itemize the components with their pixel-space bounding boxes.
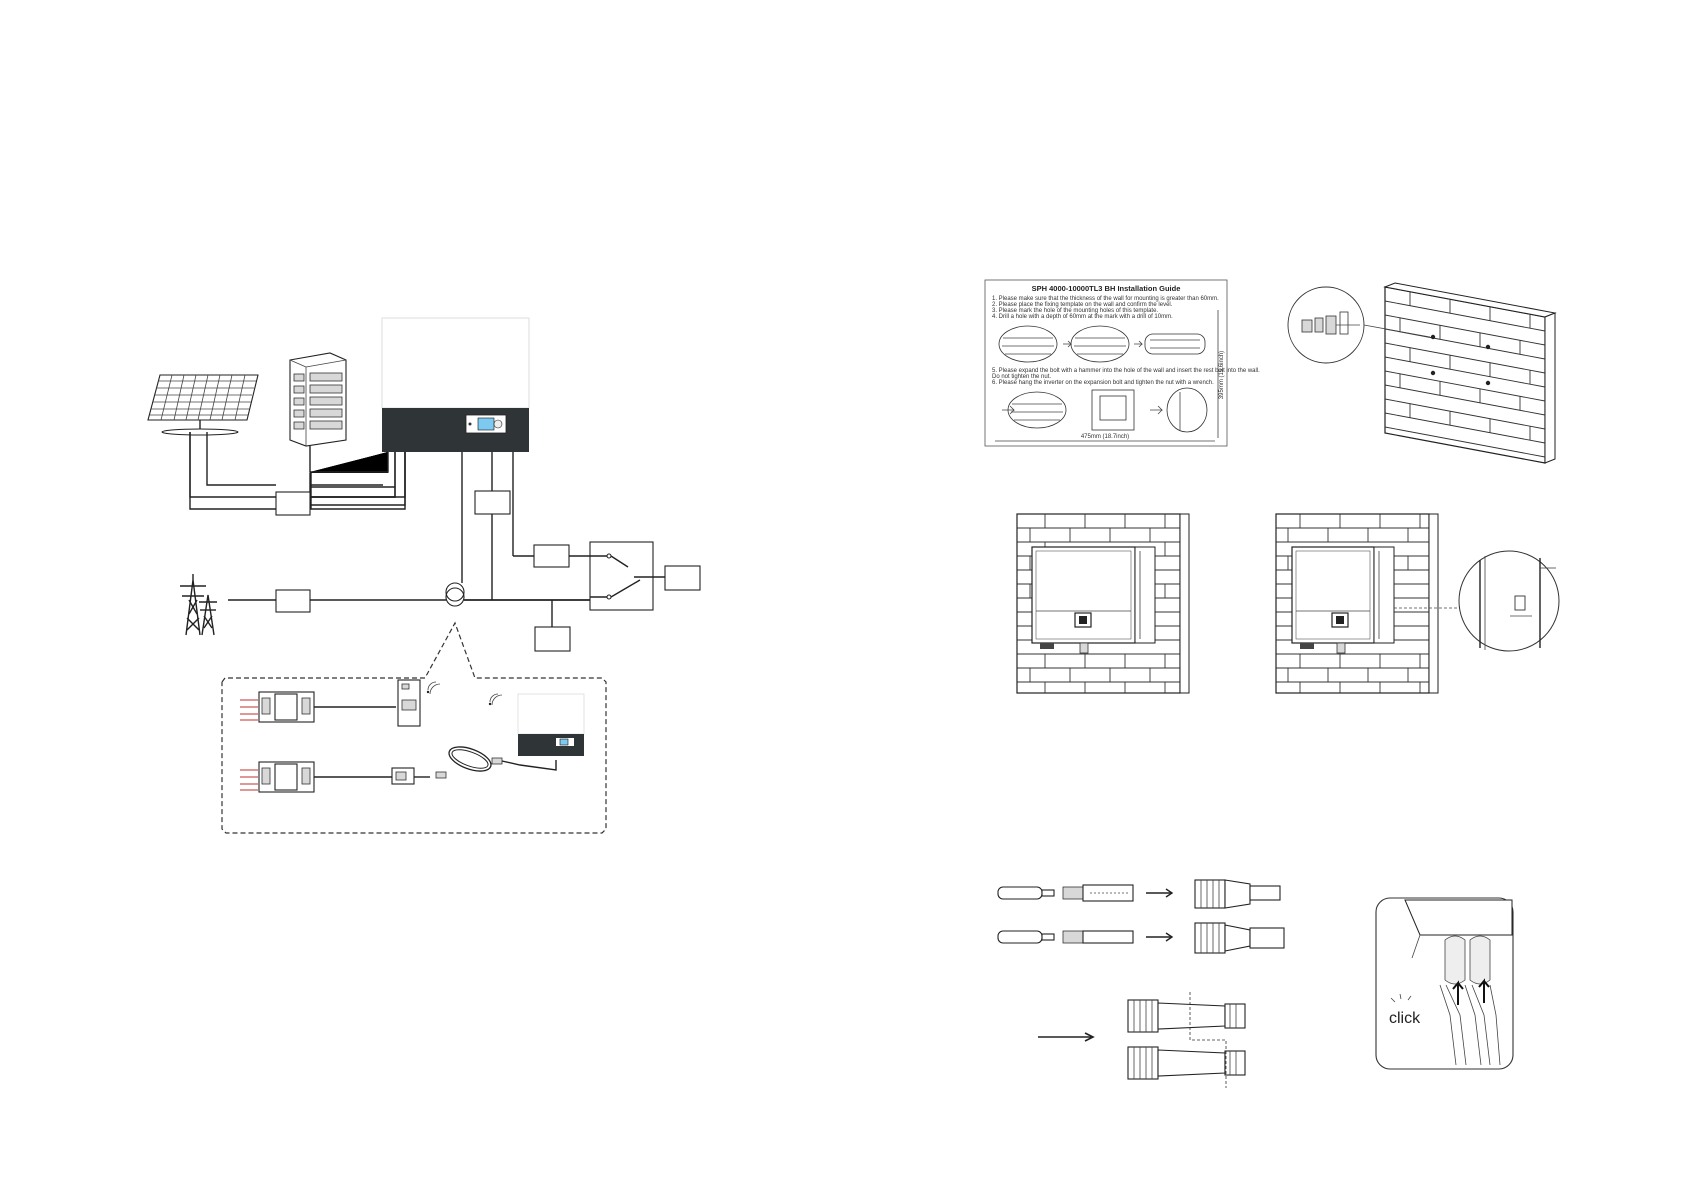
wireless-signal-icon (488, 693, 503, 706)
expansion-bolt-icon (1301, 311, 1360, 335)
ethernet-adapter-icon (391, 767, 415, 785)
dc-wiring (189, 432, 406, 516)
ac-breaker-box (474, 490, 511, 515)
guide-step-1: 1. Please make sure that the thickness o… (992, 296, 1219, 302)
guide-step-4: 4. Drill a hole with a depth of 60mm at … (992, 314, 1173, 320)
grid-ac-breaker-box (275, 589, 311, 613)
inverter-on-wall-detail-illustration (1275, 513, 1560, 694)
smart-meter-icon (240, 761, 315, 793)
battery-rack-icon (289, 352, 347, 447)
monitoring-callout (221, 621, 607, 834)
system-wiring-diagram (147, 317, 701, 834)
transfer-switch-box (589, 541, 654, 611)
guide-step-2: 2. Please place the fixing template on t… (992, 302, 1173, 308)
guide-dimension-height: 395mm (15.6inch) (1219, 351, 1225, 399)
guide-title: SPH 4000-10000TL3 BH Installation Guide (1032, 284, 1181, 293)
backup-breaker-box (533, 544, 570, 568)
cable-coil-icon (435, 746, 503, 779)
inverter-small-icon (517, 693, 585, 756)
load-breaker-box (534, 626, 571, 652)
wifi-datalogger-icon (397, 679, 441, 727)
guide-step-6: 6. Please hang the inverter on the expan… (992, 380, 1214, 386)
wall-mounting-bolts-illustration (1287, 282, 1557, 464)
solar-panel-icon (147, 374, 259, 436)
pv-connector-assembly-illustration (997, 879, 1285, 1088)
inverter-on-wall-illustration (1016, 513, 1190, 694)
click-label: click (1389, 1010, 1421, 1027)
mc4-connector-female-icon (1194, 922, 1285, 954)
guide-dimension-width: 475mm (18.7inch) (1081, 434, 1129, 440)
guide-step-3: 3. Please mark the hole of the mounting … (992, 308, 1158, 314)
smart-meter-icon (240, 691, 315, 723)
backup-load-box (664, 565, 701, 591)
guide-step-5: 5. Please expand the bolt with a hammer … (992, 368, 1260, 374)
connector-click-panel: click (1375, 897, 1514, 1070)
guide-step-5-note: Do not tighten the nut. (992, 374, 1051, 380)
pv-dc-breaker-box (275, 491, 311, 516)
hybrid-inverter-icon (381, 317, 530, 452)
ac-grid-wiring (228, 452, 701, 652)
mc4-connector-male-icon (1194, 879, 1281, 909)
installation-guide-sheet: SPH 4000-10000TL3 BH Installation Guide … (984, 279, 1260, 447)
mc4-connector-pair-icon (1127, 992, 1246, 1088)
current-transformer-icon (445, 582, 465, 602)
grid-tower-icon (180, 574, 217, 636)
